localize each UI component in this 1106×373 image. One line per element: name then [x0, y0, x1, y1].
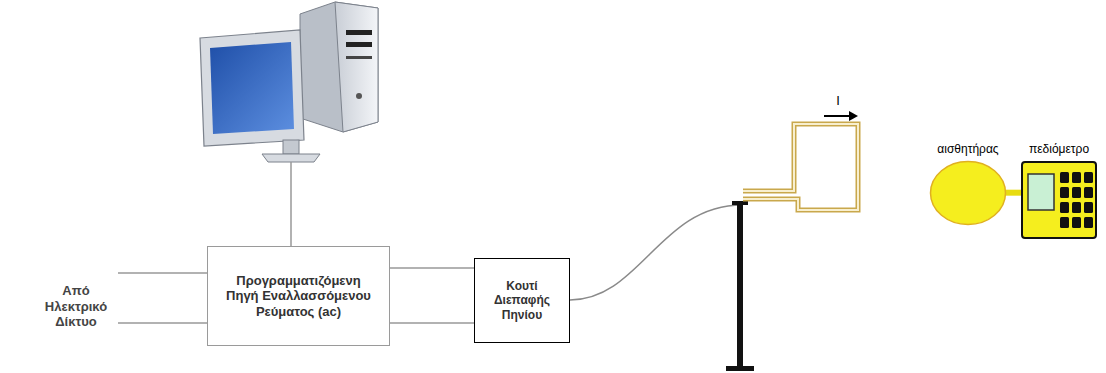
source-box: Προγραμματιζόμενη Πηγή Εναλλασσόμενου Ρε…: [207, 246, 390, 346]
sensor-probe: αισθητήρας: [922, 143, 1014, 226]
mains-label: Από Ηλεκτρικό Δίκτυο: [36, 283, 116, 330]
meter-key: [1072, 172, 1081, 183]
meter-key: [1084, 217, 1093, 228]
device-label: αισθητήρας: [937, 143, 998, 156]
meter-key: [1060, 187, 1069, 198]
drive-slot: [346, 56, 372, 59]
probe-shape: [929, 160, 1007, 226]
coil-cable: [570, 205, 742, 300]
current-label: I: [830, 93, 846, 109]
drive-slot: [346, 42, 372, 47]
stand-top: [732, 201, 748, 205]
power-wire: [390, 268, 474, 323]
meter-body: [1022, 162, 1096, 238]
mains-wire: [118, 272, 207, 274]
probe-cable: [1006, 190, 1021, 196]
computer-icon: [200, 2, 378, 162]
monitor-bezel: [200, 30, 304, 146]
current-arrowhead: [849, 111, 858, 121]
meter-shape: [1020, 160, 1098, 240]
coil-stand: [737, 203, 743, 369]
meter-key: [1084, 187, 1093, 198]
meter-key: [1084, 202, 1093, 213]
monitor-neck: [283, 140, 299, 154]
coil-loop: [743, 124, 858, 210]
meter-key: [1072, 202, 1081, 213]
box-text: Προγραμματιζόμενη Πηγή Εναλλασσόμενου Ρε…: [226, 273, 371, 319]
data-wire: [290, 162, 292, 246]
interface-box: Κουτί Διεπαφής Πηνίου: [474, 258, 570, 343]
probe-ellipse: [931, 162, 1006, 225]
meter-key: [1072, 187, 1081, 198]
meter-key: [1072, 217, 1081, 228]
meter-key: [1060, 217, 1069, 228]
device-label: πεδιόμετρο: [1029, 143, 1089, 156]
monitor-screen: [210, 42, 294, 134]
box-text: Κουτί Διεπαφής Πηνίου: [481, 279, 563, 321]
tower-side: [300, 2, 378, 132]
power-button: [356, 93, 362, 99]
meter-key: [1060, 172, 1069, 183]
drive-slot: [346, 30, 372, 35]
meter-key: [1084, 172, 1093, 183]
coil-loop-inner: [743, 124, 858, 210]
meter-screen: [1028, 174, 1054, 210]
tower-front: [335, 2, 378, 132]
meter-key: [1060, 202, 1069, 213]
field-meter: πεδιόμετρο: [1016, 143, 1102, 240]
stand-base: [726, 366, 754, 371]
current-arrow: [824, 115, 850, 117]
mains-wire: [118, 322, 207, 324]
monitor-base: [262, 154, 320, 162]
